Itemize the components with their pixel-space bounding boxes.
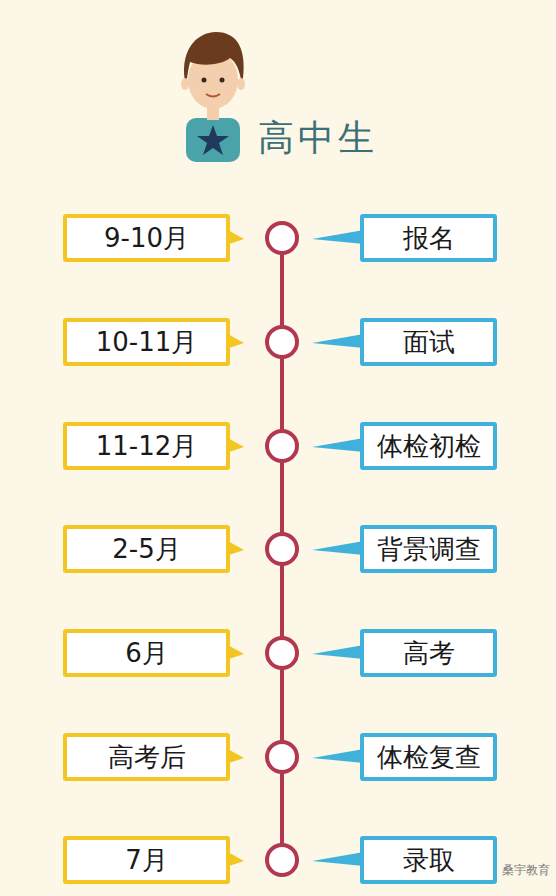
callout-tails [226, 229, 364, 867]
date-box: 9-10月 [63, 214, 230, 262]
date-text: 7月 [125, 846, 168, 875]
date-box: 10-11月 [63, 318, 230, 366]
callout-tail [312, 852, 364, 866]
step-text: 报名 [403, 224, 455, 253]
date-box: 高考后 [63, 733, 230, 781]
callout-tail [312, 541, 364, 555]
step-text: 面试 [403, 328, 455, 357]
callout-tail [312, 230, 364, 244]
timeline-dot [267, 534, 297, 564]
step-text: 体检复查 [377, 743, 481, 772]
date-text: 11-12月 [96, 432, 198, 461]
callout-tail [312, 645, 364, 659]
step-box: 面试 [360, 318, 497, 366]
step-text: 背景调查 [377, 535, 481, 564]
timeline-dot [267, 638, 297, 668]
date-text: 10-11月 [96, 328, 198, 357]
date-text: 6月 [125, 639, 168, 668]
timeline-dot [267, 223, 297, 253]
timeline-dot [267, 431, 297, 461]
timeline-dot [267, 845, 297, 875]
date-text: 9-10月 [104, 224, 189, 253]
date-text: 2-5月 [112, 535, 180, 564]
timeline-dot [267, 742, 297, 772]
date-box: 6月 [63, 629, 230, 677]
timeline-dot [267, 327, 297, 357]
date-box: 2-5月 [63, 525, 230, 573]
callout-tail [312, 438, 364, 452]
date-text: 高考后 [108, 743, 186, 772]
step-text: 体检初检 [377, 432, 481, 461]
step-box: 体检复查 [360, 733, 497, 781]
date-box: 11-12月 [63, 422, 230, 470]
step-box: 背景调查 [360, 525, 497, 573]
callout-tail [312, 749, 364, 763]
callout-tail [312, 334, 364, 348]
page-title: 高中生 [258, 114, 378, 163]
timeline-spine [267, 223, 297, 875]
date-box: 7月 [63, 836, 230, 884]
step-text: 录取 [403, 846, 455, 875]
watermark: 桑宇教育 [500, 862, 552, 879]
step-text: 高考 [403, 639, 455, 668]
step-box: 高考 [360, 629, 497, 677]
boy-illustration [181, 32, 245, 162]
step-box: 体检初检 [360, 422, 497, 470]
step-box: 报名 [360, 214, 497, 262]
step-box: 录取 [360, 836, 497, 884]
